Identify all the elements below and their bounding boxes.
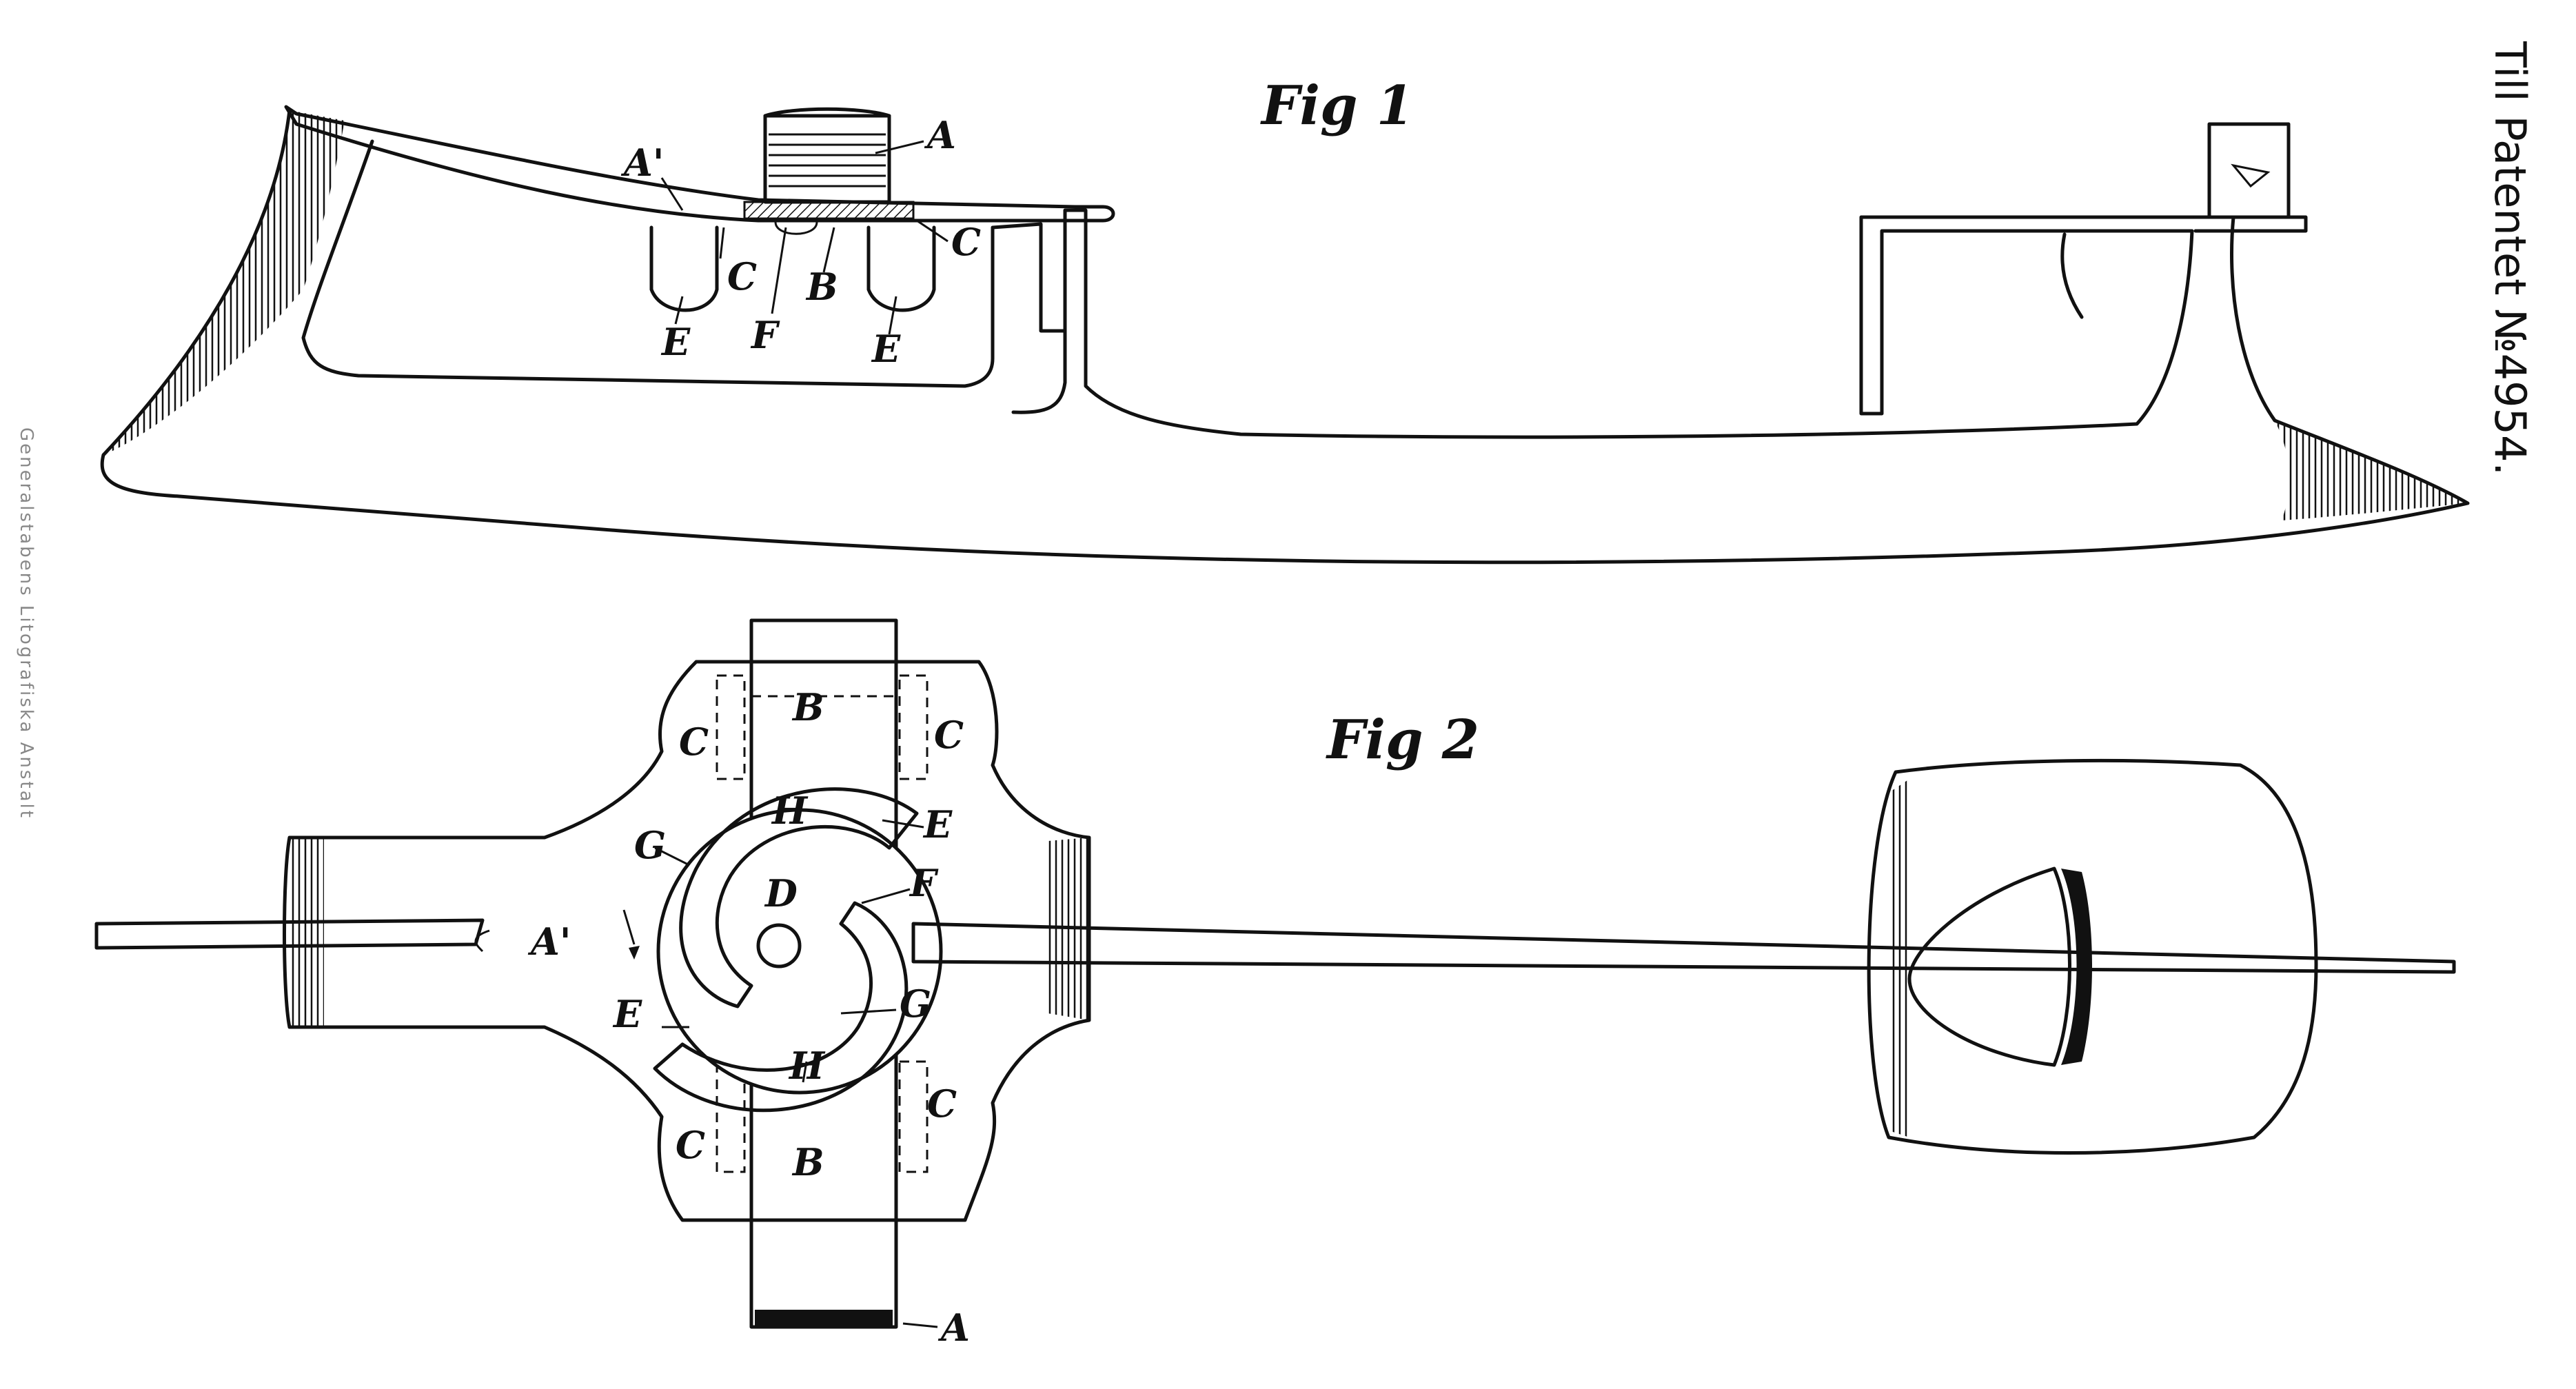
label-D-fig2: D: [764, 871, 798, 915]
figure-1-title: Fig 1: [1260, 74, 1414, 137]
heel-mark: [2231, 163, 2271, 188]
clamp-E-left: [649, 225, 719, 312]
heel-cup-edge: [2061, 869, 2092, 1065]
label-G-lower-fig2: G: [900, 982, 931, 1026]
sole-plate-cross: [283, 660, 1091, 1222]
heel-plate-shading: [1889, 779, 1909, 1137]
label-B-lower-fig2: B: [791, 1140, 824, 1184]
blade-inner-window: [301, 139, 1067, 388]
label-C-left-fig1: C: [727, 254, 757, 298]
pivot-D: [756, 923, 802, 969]
label-B-fig1: B: [805, 265, 838, 309]
label-H-lower-fig2: H: [788, 1044, 826, 1088]
label-C-ul-fig2: C: [679, 720, 709, 764]
label-G-upper-fig2: G: [634, 823, 666, 867]
blade-front-shading: [103, 110, 345, 455]
label-E-upper-fig2: E: [922, 802, 953, 846]
label-C-ll-fig2: C: [676, 1123, 705, 1167]
heel-spring: [2060, 232, 2084, 319]
label-C-lr-fig2: C: [927, 1082, 957, 1126]
label-H-upper-fig2: H: [771, 789, 809, 833]
blade-break: [474, 929, 490, 953]
label-F-fig2: F: [909, 861, 939, 905]
label-E-lower-fig2: E: [612, 992, 642, 1036]
label-A-prime-fig2: A': [527, 920, 571, 964]
plate-left-shading: [290, 838, 324, 1027]
heel-cup: [1907, 866, 2071, 1067]
skate-blade-outline: [100, 108, 2470, 565]
rotation-arrow: [622, 909, 636, 945]
strap-end-A: [755, 1310, 893, 1327]
label-E-left-fig1: E: [660, 320, 691, 364]
label-A-prime-fig1: A': [620, 141, 664, 185]
label-E-right-fig1: E: [871, 327, 901, 371]
label-C-right-fig1: C: [951, 220, 981, 264]
screw-cylinder-A: [763, 107, 891, 204]
label-F-fig1: F: [750, 313, 780, 357]
figure-1-skate-side-view: [100, 105, 2470, 565]
label-A-fig2: A: [937, 1306, 970, 1350]
heel-plate: [1867, 758, 2318, 1155]
label-A-fig1: A: [924, 113, 956, 157]
top-plate-A-prime: [284, 105, 1115, 223]
label-C-ur-fig2: C: [934, 713, 964, 757]
spiral-cam-upper: [679, 787, 919, 1008]
blade-strip-right: [911, 922, 2456, 974]
figure-2-title: Fig 2: [1326, 709, 1479, 771]
figure-2-top-view: [94, 618, 2456, 1329]
heel-bracket: [2193, 122, 2308, 233]
clamp-E-right: [866, 225, 936, 312]
label-B-upper-fig2: B: [791, 685, 824, 729]
patent-number: Till Patentet №4954.: [2485, 41, 2535, 476]
hatched-plate-B: [743, 201, 915, 220]
printer-credit: Generalstabens Litografiska Anstalt: [16, 427, 37, 820]
blade-rear-shading: [2275, 420, 2468, 520]
pin-F: [774, 221, 818, 235]
